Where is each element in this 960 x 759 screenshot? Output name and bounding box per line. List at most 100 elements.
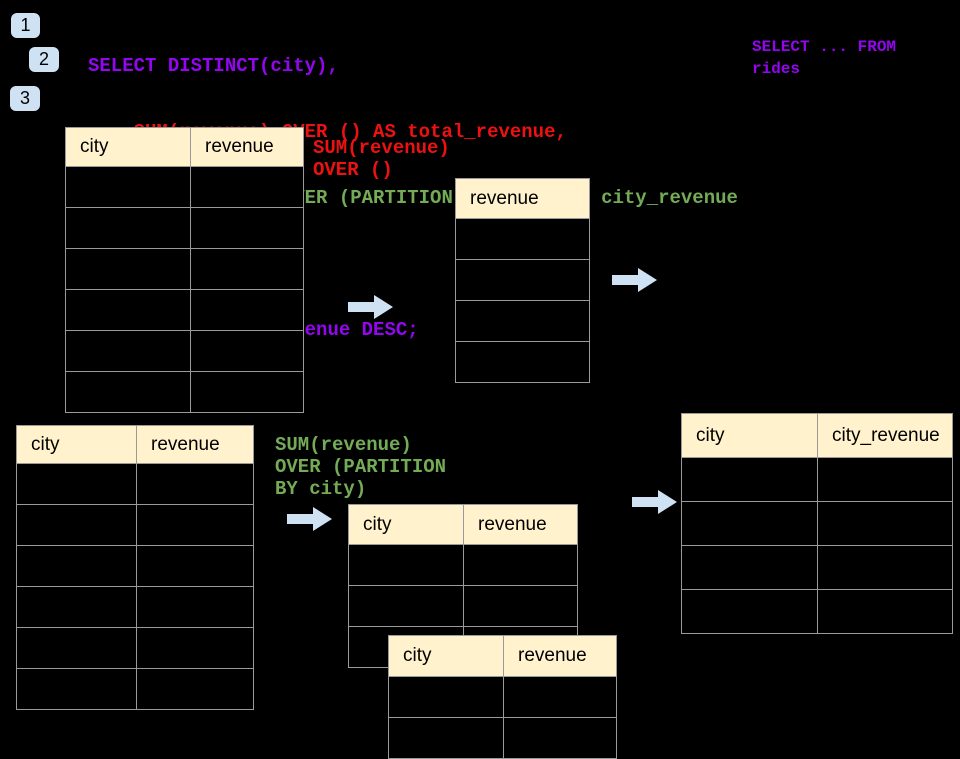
empty-cell — [455, 218, 590, 260]
step-badge-2: 2 — [29, 47, 59, 72]
table-row — [65, 371, 304, 413]
column-header-revenue: revenue — [503, 635, 617, 677]
empty-cell — [190, 248, 304, 290]
annotation-sum-over-partition: SUM(revenue) OVER (PARTITION BY city) — [275, 434, 447, 500]
table-source-bottom: city revenue — [16, 425, 254, 710]
empty-cell — [136, 586, 254, 628]
table-city-revenue-result: city city_revenue — [681, 413, 953, 634]
arrow-shape — [348, 295, 393, 319]
empty-cell — [681, 545, 818, 590]
right-arrow-icon — [632, 490, 677, 514]
table-row — [681, 545, 953, 590]
step-badge-1: 1 — [11, 13, 40, 38]
table-row — [455, 300, 590, 342]
column-header-city: city — [65, 127, 191, 167]
table-row — [16, 463, 254, 505]
empty-cell — [681, 589, 818, 634]
table-row — [455, 259, 590, 301]
empty-cell — [136, 668, 254, 710]
table-row — [65, 166, 304, 208]
empty-cell — [16, 627, 137, 669]
column-header-revenue: revenue — [136, 425, 254, 464]
empty-cell — [455, 300, 590, 342]
table-row — [16, 504, 254, 546]
empty-cell — [136, 463, 254, 505]
empty-cell — [190, 166, 304, 208]
table-partition-b: city revenue — [388, 635, 617, 759]
table-total-revenue-result: revenue — [455, 178, 590, 383]
table-row — [16, 545, 254, 587]
arrow-shape — [287, 507, 332, 531]
annotation-sum-over-all: SUM(revenue) OVER () — [313, 137, 450, 181]
empty-cell — [65, 371, 191, 413]
empty-cell — [681, 457, 818, 502]
column-header-revenue: revenue — [190, 127, 304, 167]
right-arrow-icon — [287, 507, 332, 531]
column-header-city: city — [16, 425, 137, 464]
table-row — [16, 627, 254, 669]
empty-cell — [16, 668, 137, 710]
arrow-shape — [612, 268, 657, 292]
empty-cell — [190, 371, 304, 413]
empty-cell — [388, 676, 504, 718]
right-arrow-icon — [612, 268, 657, 292]
empty-cell — [455, 259, 590, 301]
table-row — [348, 585, 578, 627]
empty-cell — [455, 341, 590, 383]
empty-cell — [503, 717, 617, 759]
table-row — [455, 341, 590, 383]
column-header-revenue: revenue — [455, 178, 590, 219]
table-row — [681, 501, 953, 546]
table-row — [388, 717, 617, 759]
column-header-city-revenue: city_revenue — [817, 413, 953, 458]
column-header-city: city — [388, 635, 504, 677]
empty-cell — [463, 544, 578, 586]
column-header-revenue: revenue — [463, 504, 578, 545]
empty-cell — [16, 463, 137, 505]
sql-window-function-slide: { "colors": { "background": "#000000", "… — [10, 13, 953, 759]
table-row — [65, 289, 304, 331]
empty-cell — [16, 504, 137, 546]
table-row — [65, 207, 304, 249]
table-row — [388, 676, 617, 718]
sql-line-select: SELECT DISTINCT(city), — [88, 55, 339, 77]
table-row — [16, 586, 254, 628]
empty-cell — [136, 504, 254, 546]
empty-cell — [388, 717, 504, 759]
empty-cell — [65, 166, 191, 208]
empty-cell — [136, 545, 254, 587]
empty-cell — [136, 627, 254, 669]
empty-cell — [348, 585, 464, 627]
right-arrow-icon — [348, 295, 393, 319]
column-header-city: city — [348, 504, 464, 545]
empty-cell — [348, 544, 464, 586]
step-badge-3: 3 — [10, 86, 40, 111]
annotation-select-from-rides: SELECT ... FROM rides — [752, 38, 897, 78]
empty-cell — [65, 289, 191, 331]
empty-cell — [65, 248, 191, 290]
empty-cell — [463, 585, 578, 627]
column-header-city: city — [681, 413, 818, 458]
table-row — [455, 218, 590, 260]
table-source-top: city revenue — [65, 127, 304, 413]
empty-cell — [817, 545, 953, 590]
empty-cell — [817, 457, 953, 502]
empty-cell — [817, 589, 953, 634]
empty-cell — [190, 330, 304, 372]
empty-cell — [65, 330, 191, 372]
empty-cell — [503, 676, 617, 718]
empty-cell — [190, 207, 304, 249]
table-row — [16, 668, 254, 710]
empty-cell — [681, 501, 818, 546]
empty-cell — [16, 545, 137, 587]
empty-cell — [16, 586, 137, 628]
empty-cell — [65, 207, 191, 249]
empty-cell — [190, 289, 304, 331]
table-row — [348, 544, 578, 586]
table-row — [65, 248, 304, 290]
table-row — [681, 589, 953, 634]
empty-cell — [817, 501, 953, 546]
arrow-shape — [632, 490, 677, 514]
table-row — [681, 457, 953, 502]
table-row — [65, 330, 304, 372]
